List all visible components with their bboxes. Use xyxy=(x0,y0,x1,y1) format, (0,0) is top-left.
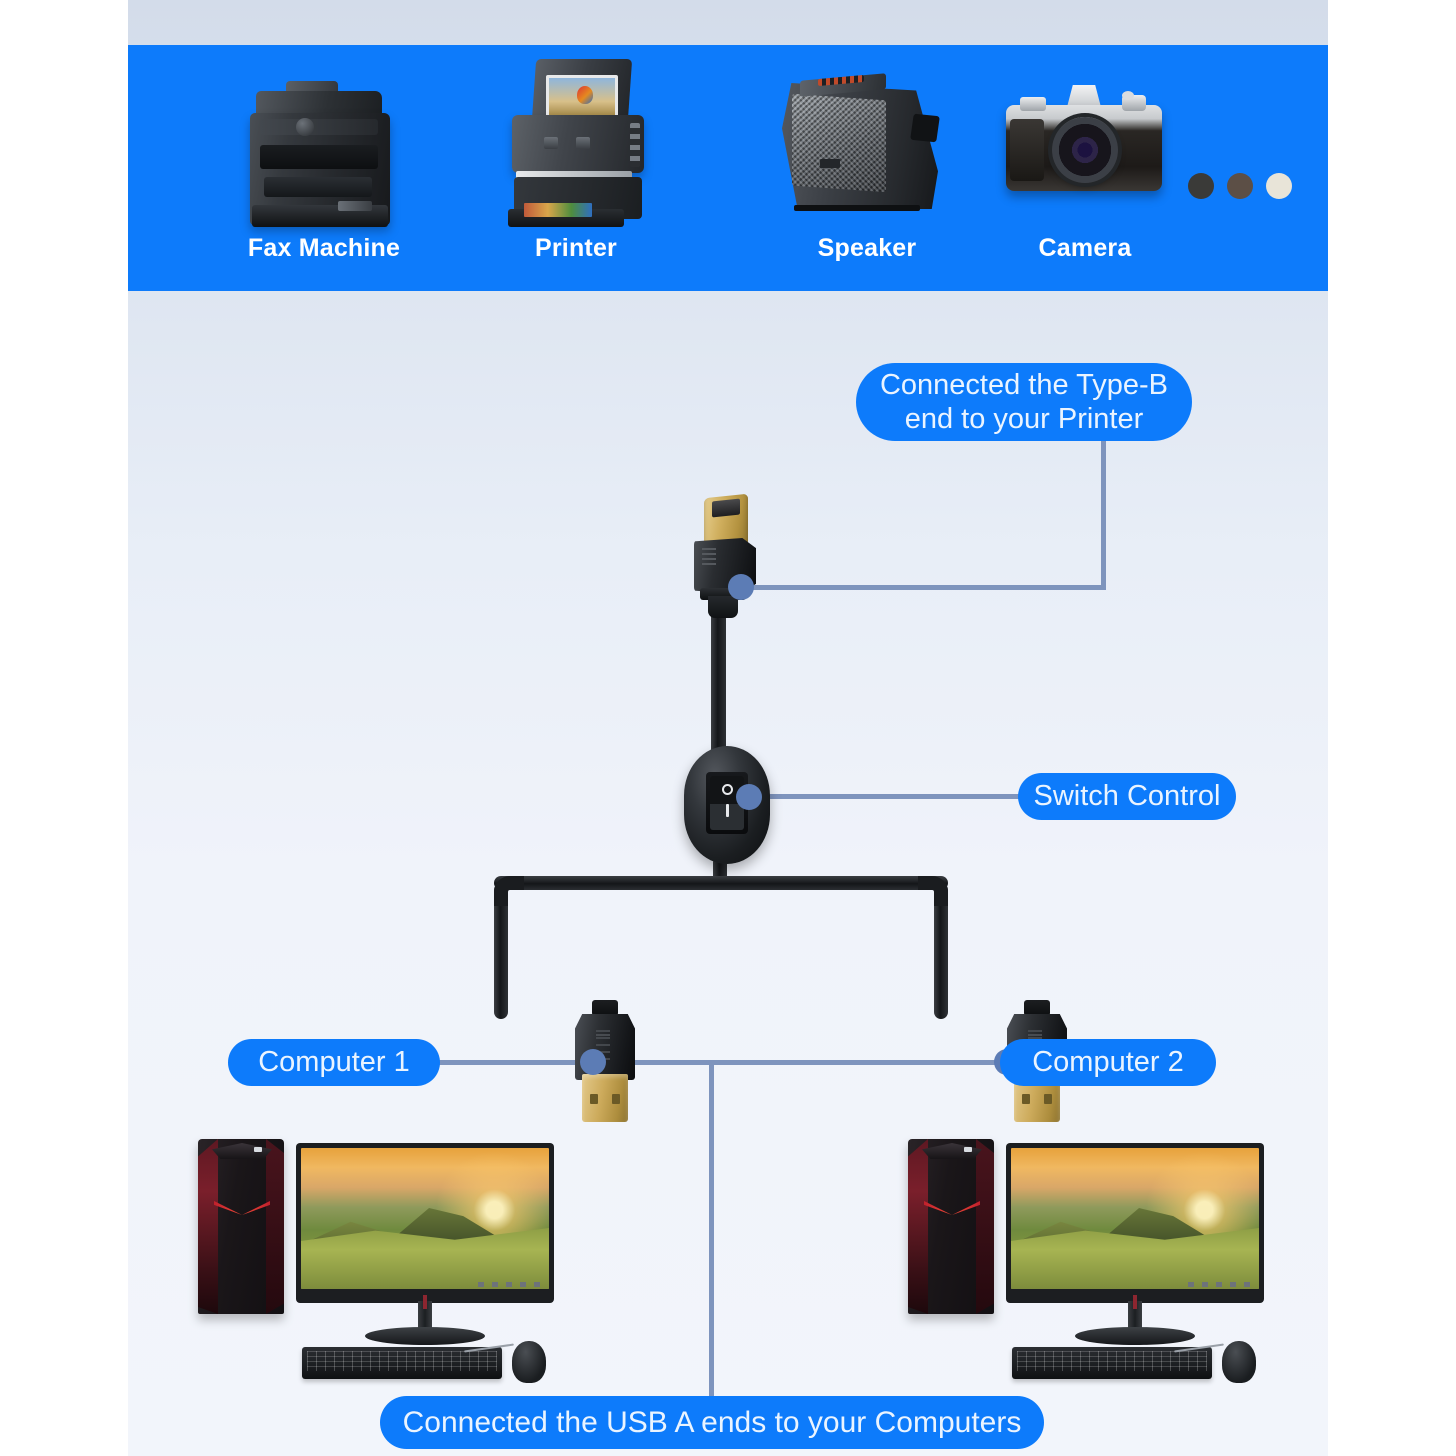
more-devices-dots xyxy=(1188,173,1292,199)
cable-corner-right xyxy=(918,876,948,906)
leader-line-switch xyxy=(748,794,1023,799)
leader-dot-computer1 xyxy=(580,1049,606,1075)
monitor-screen-wallpaper xyxy=(301,1148,549,1289)
callout-typeb-line2: end to your Printer xyxy=(904,403,1144,435)
usb-type-b-connector xyxy=(686,493,764,618)
keyboard xyxy=(1012,1347,1212,1379)
desktop-computer-1 xyxy=(190,1129,562,1399)
callout-computer-1[interactable]: Computer 1 xyxy=(228,1039,440,1086)
leader-line-usba-vertical xyxy=(709,1060,714,1403)
power-off-o-icon xyxy=(722,784,733,795)
device-label: Printer xyxy=(535,234,617,262)
leader-dot-switch xyxy=(736,784,762,810)
mouse xyxy=(464,1341,546,1383)
leader-line-usba-horizontal xyxy=(593,1060,1005,1065)
mouse xyxy=(1174,1341,1256,1383)
device-item-speaker: Speaker xyxy=(762,53,972,263)
callout-typeb[interactable]: Connected the Type-B end to your Printer xyxy=(856,363,1192,441)
callout-typeb-line1: Connected the Type-B xyxy=(879,368,1169,401)
device-label: Camera xyxy=(1038,234,1132,262)
cable-branch-right xyxy=(934,883,948,1019)
cable-split-horizontal xyxy=(494,876,948,890)
compatible-devices-banner: Fax Machine Printer xyxy=(128,45,1328,291)
keyboard xyxy=(302,1347,502,1379)
left-white-margin xyxy=(0,0,128,1456)
monitor xyxy=(1006,1143,1264,1345)
printer-scanner-icon xyxy=(476,53,676,228)
desktop-computer-2 xyxy=(900,1129,1272,1399)
pc-tower xyxy=(908,1139,994,1314)
power-on-i-icon xyxy=(726,804,729,817)
pc-tower xyxy=(198,1139,284,1314)
cable-corner-left xyxy=(494,876,524,906)
right-white-margin xyxy=(1328,0,1456,1456)
cable-branch-left xyxy=(494,883,508,1019)
leader-line-typeb-vertical xyxy=(1101,441,1106,590)
callout-switch-control[interactable]: Switch Control xyxy=(1018,773,1236,820)
camera-icon xyxy=(980,53,1190,228)
device-label: Speaker xyxy=(817,234,917,262)
leader-line-computer1 xyxy=(436,1060,586,1065)
monitor xyxy=(296,1143,554,1345)
leader-line-typeb-horizontal xyxy=(740,585,1106,590)
connection-diagram: Connected the Type-B end to your Printer… xyxy=(128,291,1328,1456)
device-label: Fax Machine xyxy=(247,234,401,262)
monitor-screen-wallpaper xyxy=(1011,1148,1259,1289)
leader-dot-typeb xyxy=(728,574,754,600)
speaker-icon xyxy=(762,53,972,228)
device-item-camera: Camera xyxy=(980,53,1190,263)
device-item-printer: Printer xyxy=(476,53,676,263)
callout-computer-2[interactable]: Computer 2 xyxy=(1000,1039,1216,1086)
device-item-fax-machine: Fax Machine xyxy=(224,53,424,263)
cable-upper-segment xyxy=(711,609,726,757)
device-list: Fax Machine Printer xyxy=(128,45,1328,291)
callout-usb-a[interactable]: Connected the USB A ends to your Compute… xyxy=(380,1396,1044,1449)
fax-machine-icon xyxy=(224,53,424,228)
